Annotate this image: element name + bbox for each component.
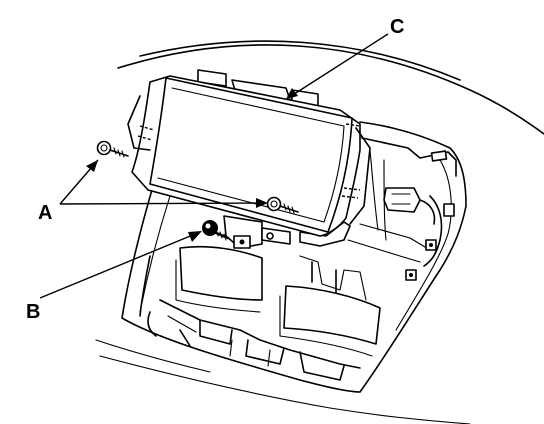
screw-a-right (266, 196, 299, 214)
screw-a-left (96, 140, 129, 158)
callout-leaders (39, 33, 389, 299)
callout-label-b: B (26, 301, 40, 323)
dashboard-opening (121, 121, 467, 393)
dashboard-outline (95, 40, 544, 424)
mounting-bracket (223, 215, 351, 249)
callout-label-a: A (38, 202, 52, 224)
display-unit (127, 69, 371, 237)
callout-label-c: C (390, 16, 404, 38)
connector (383, 187, 436, 225)
lower-pockets (139, 245, 381, 381)
bolt-b (202, 220, 230, 241)
